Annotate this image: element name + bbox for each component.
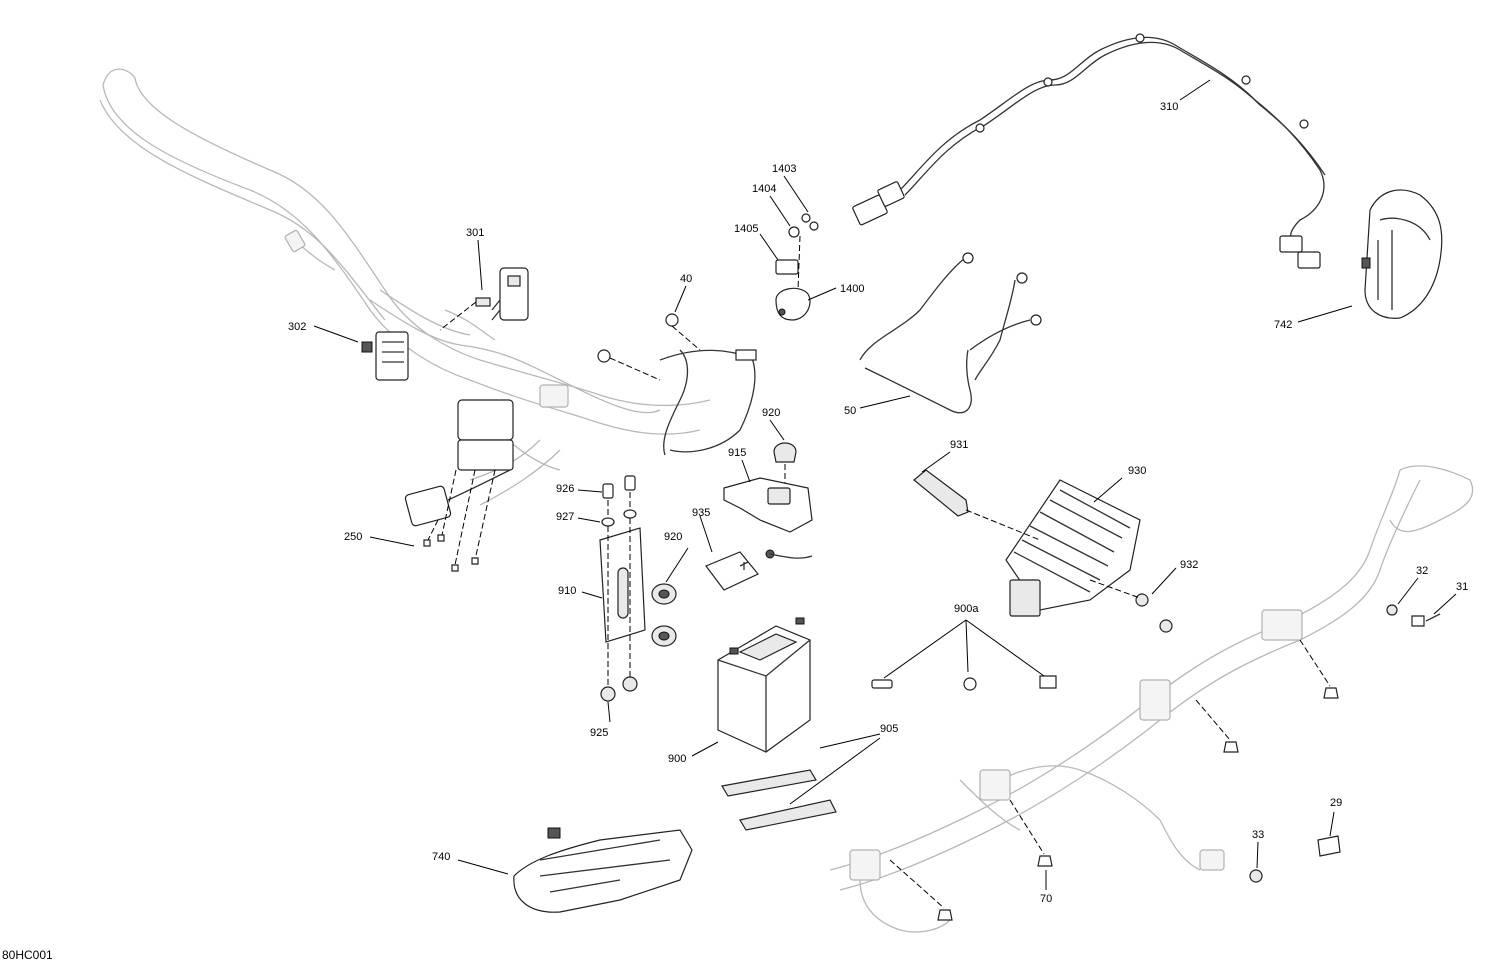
callout-302: 302: [288, 321, 306, 333]
part-931-bracket: [913, 469, 1041, 541]
callout-935: 935: [692, 507, 710, 519]
part-920-grommet-top: [773, 442, 797, 495]
callout-920-b: 920: [664, 531, 682, 543]
part-50-cable: [859, 252, 1042, 414]
diagram-reference-code: 80HC001: [2, 948, 53, 962]
callout-931: 931: [950, 439, 968, 451]
callout-920: 920: [762, 407, 780, 419]
callout-1405: 1405: [734, 223, 758, 235]
part-910-bracket: [599, 518, 646, 690]
part-926-bolts: [601, 475, 637, 527]
callout-905: 905: [880, 723, 898, 735]
part-310-harness: [852, 33, 1326, 269]
harness-ghost-left: [284, 229, 661, 506]
part-935-cover: [705, 551, 759, 591]
part-915-bracket: [723, 477, 813, 559]
callout-1404: 1404: [752, 183, 776, 195]
leader-lines: [313, 79, 1457, 890]
callout-70: 70: [1040, 893, 1052, 905]
callout-31: 31: [1456, 581, 1468, 593]
part-fusebox-assembly: [404, 399, 514, 572]
frame-ghost-right: [829, 465, 1474, 933]
part-925-nuts: [600, 676, 638, 702]
part-fasteners-right: [889, 604, 1441, 921]
part-302-bracket: [361, 331, 409, 381]
part-40-nut: [597, 313, 757, 456]
callout-900a: 900a: [954, 603, 979, 615]
callouts: 301 302 250 40 1403 1404 1405 1400 310 7…: [288, 101, 1468, 905]
callout-932: 932: [1180, 559, 1198, 571]
part-932-nuts: [1089, 579, 1173, 633]
callout-33: 33: [1252, 829, 1264, 841]
callout-40: 40: [680, 273, 692, 285]
callout-927: 927: [556, 511, 574, 523]
part-920-grommets: [651, 583, 677, 647]
part-1400-sensor: [775, 213, 819, 321]
callout-1400: 1400: [840, 283, 864, 295]
part-930-regulator: [1005, 479, 1141, 617]
part-900-battery: [717, 617, 811, 753]
callout-1403: 1403: [772, 163, 796, 175]
frame-ghost: [99, 68, 711, 471]
part-900a-hardware: [871, 675, 1057, 691]
callout-301: 301: [466, 227, 484, 239]
callout-926: 926: [556, 483, 574, 495]
callout-910: 910: [558, 585, 576, 597]
callout-29: 29: [1330, 797, 1342, 809]
callout-930: 930: [1128, 465, 1146, 477]
callout-310: 310: [1160, 101, 1178, 113]
part-301-bracket: [439, 267, 529, 331]
callout-740: 740: [432, 851, 450, 863]
part-740-headlight: [513, 827, 693, 913]
callout-50: 50: [844, 405, 856, 417]
part-742-headlight: [1361, 189, 1443, 319]
part-905-pads: [721, 769, 837, 831]
callout-742: 742: [1274, 319, 1292, 331]
callout-915: 915: [728, 447, 746, 459]
callout-925: 925: [590, 727, 608, 739]
callout-32: 32: [1416, 565, 1428, 577]
callout-250: 250: [344, 531, 362, 543]
callout-900: 900: [668, 753, 686, 765]
